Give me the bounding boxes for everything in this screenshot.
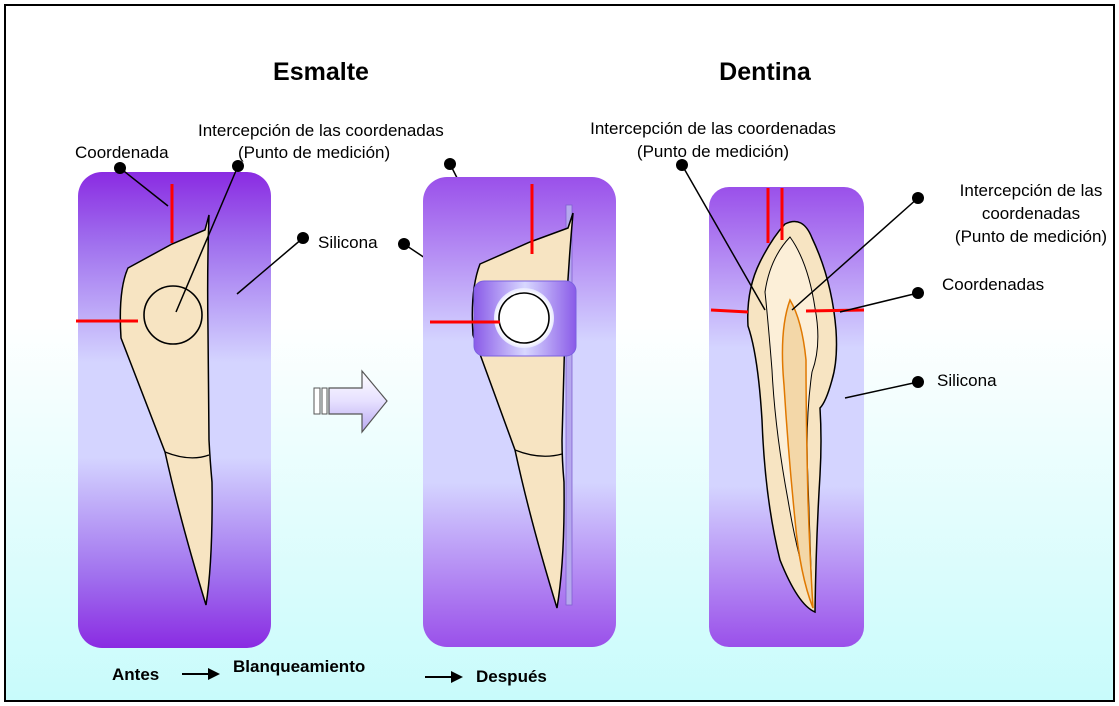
label-intercept-dentina-top-line1: Intercepción de las coordenadas	[590, 119, 836, 138]
label-silicona-esmalte: Silicona	[318, 233, 378, 252]
sequence-after: Después	[476, 667, 547, 686]
title-esmalte: Esmalte	[273, 58, 369, 86]
label-intercept-dentina-right-line3: (Punto de medición)	[955, 227, 1107, 246]
label-intercept-esmalte-line2: (Punto de medición)	[238, 143, 390, 162]
label-intercept-dentina-right-line1: Intercepción de las	[960, 181, 1103, 200]
sequence-before: Antes	[112, 665, 159, 684]
title-dentina: Dentina	[719, 58, 812, 86]
label-coordenada: Coordenada	[75, 143, 169, 162]
label-intercept-dentina-top-line2: (Punto de medición)	[637, 142, 789, 161]
coordinate-mark-horizontal-dentina-left	[711, 310, 748, 312]
label-coordenadas: Coordenadas	[942, 275, 1044, 294]
coordinate-mark-horizontal-dentina-right	[806, 310, 864, 311]
label-intercept-esmalte-line1: Intercepción de las coordenadas	[198, 121, 444, 140]
label-intercept-dentina-right-line2: coordenadas	[982, 204, 1080, 223]
sequence-process: Blanqueamiento	[233, 657, 365, 676]
measurement-hole-after	[494, 288, 554, 348]
label-silicona-dentina: Silicona	[937, 371, 997, 390]
